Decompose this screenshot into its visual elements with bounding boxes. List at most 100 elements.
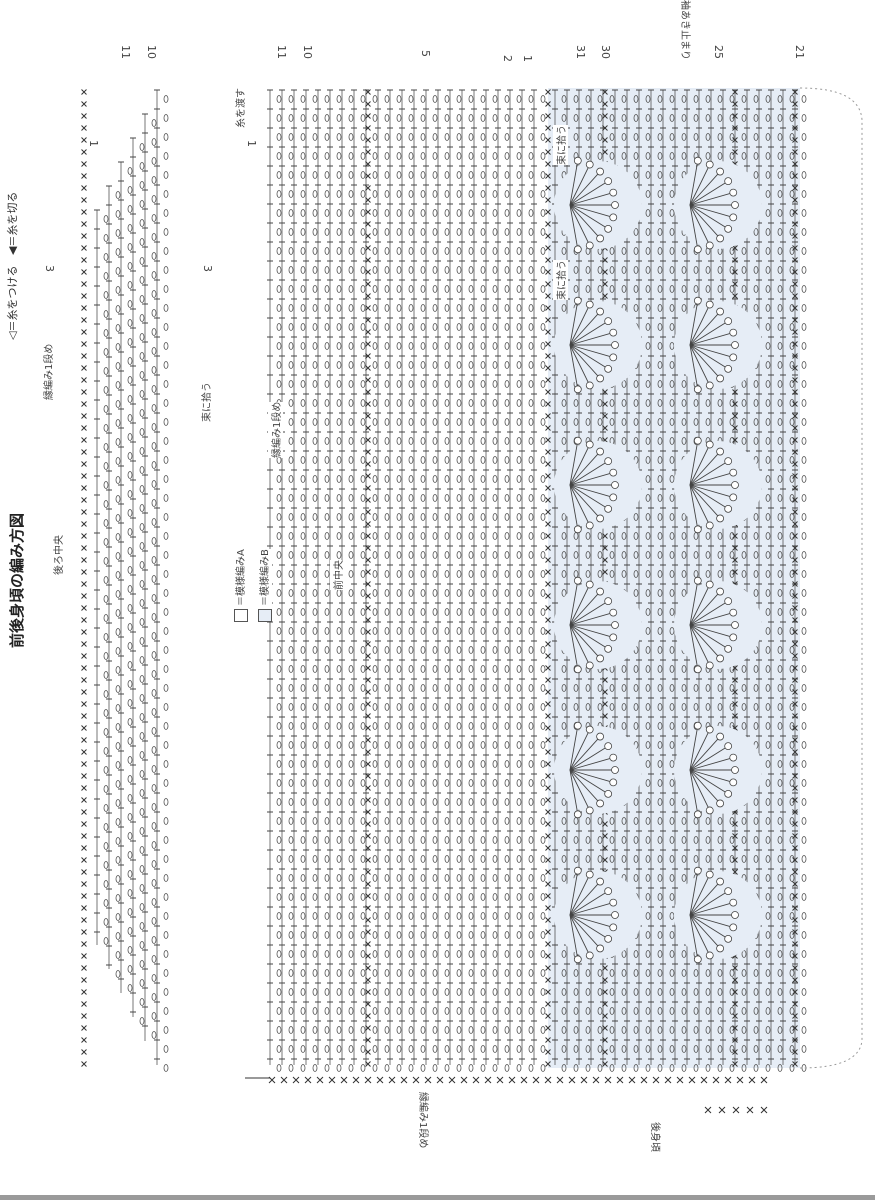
chain-stitch xyxy=(348,1026,354,1034)
chain-stitch xyxy=(288,380,294,388)
chain-stitch xyxy=(669,627,675,635)
chain-stitch xyxy=(139,751,145,759)
chain-stitch xyxy=(163,209,169,217)
chain-stitch xyxy=(372,247,378,255)
chain-stitch xyxy=(163,342,169,350)
chain-stitch xyxy=(300,95,306,103)
chain-stitch xyxy=(396,228,402,236)
chain-stitch xyxy=(432,228,438,236)
chain-stitch xyxy=(372,361,378,369)
chain-stitch xyxy=(504,893,510,901)
chain-stitch xyxy=(540,1026,546,1034)
chain-stitch xyxy=(597,1064,603,1072)
chain-stitch xyxy=(492,361,498,369)
chain-stitch xyxy=(480,361,486,369)
chain-stitch xyxy=(139,903,145,911)
chain-stitch xyxy=(777,836,783,844)
chain-stitch xyxy=(468,665,474,673)
chain-stitch xyxy=(348,988,354,996)
chain-stitch xyxy=(300,874,306,882)
chain-stitch xyxy=(585,988,591,996)
chain-stitch xyxy=(633,152,639,160)
chain-stitch xyxy=(384,380,390,388)
chain-stitch xyxy=(103,785,109,793)
chain-stitch xyxy=(741,570,747,578)
chain-stitch xyxy=(324,893,330,901)
chain-stitch xyxy=(765,532,771,540)
chain-stitch xyxy=(348,722,354,730)
chain-stitch xyxy=(729,703,735,711)
chain-stitch xyxy=(681,399,687,407)
chain-stitch xyxy=(163,1026,169,1034)
chain-stitch xyxy=(516,190,522,198)
chain-stitch xyxy=(540,551,546,559)
chain-stitch xyxy=(163,513,169,521)
chain-stitch xyxy=(384,874,390,882)
chain-stitch xyxy=(127,414,133,422)
chain-stitch xyxy=(300,950,306,958)
chain-stitch xyxy=(276,228,282,236)
chain-stitch xyxy=(621,380,627,388)
chain-stitch xyxy=(163,608,169,616)
chain-stitch xyxy=(504,798,510,806)
chain-stitch xyxy=(492,1007,498,1015)
chain-stitch xyxy=(528,1064,534,1072)
chain-stitch xyxy=(312,532,318,540)
chain-stitch xyxy=(645,627,651,635)
chain-stitch xyxy=(420,969,426,977)
chain-stitch xyxy=(127,243,133,251)
chain-stitch xyxy=(597,95,603,103)
chain-stitch xyxy=(103,918,109,926)
chain-stitch xyxy=(163,551,169,559)
chain-stitch xyxy=(300,323,306,331)
chain-stitch xyxy=(516,703,522,711)
chain-stitch xyxy=(741,855,747,863)
chain-stitch xyxy=(300,437,306,445)
chain-stitch xyxy=(103,804,109,812)
chain-stitch xyxy=(777,513,783,521)
chain-stitch xyxy=(312,285,318,293)
chain-stitch xyxy=(288,855,294,863)
chain-stitch xyxy=(765,665,771,673)
chain-stitch xyxy=(468,912,474,920)
chain-stitch xyxy=(609,418,615,426)
chain-stitch xyxy=(396,1064,402,1072)
chain-stitch xyxy=(396,494,402,502)
chain-stitch xyxy=(360,703,366,711)
chain-stitch xyxy=(633,817,639,825)
chain-stitch xyxy=(300,399,306,407)
chain-stitch xyxy=(432,399,438,407)
chain-stitch xyxy=(504,551,510,559)
chain-stitch xyxy=(492,969,498,977)
chain-stitch xyxy=(420,684,426,692)
chain-stitch xyxy=(115,685,121,693)
chain-stitch xyxy=(444,627,450,635)
chain-stitch xyxy=(597,418,603,426)
chain-stitch xyxy=(528,741,534,749)
chain-stitch xyxy=(348,627,354,635)
chain-stitch xyxy=(163,741,169,749)
chain-stitch xyxy=(348,817,354,825)
chain-stitch xyxy=(765,475,771,483)
chain-stitch xyxy=(139,485,145,493)
chain-stitch xyxy=(151,689,157,697)
chain-stitch xyxy=(384,912,390,920)
chain-stitch xyxy=(396,988,402,996)
chain-stitch xyxy=(633,285,639,293)
chain-stitch xyxy=(151,195,157,203)
chain-stitch xyxy=(480,988,486,996)
chain-stitch xyxy=(336,1007,342,1015)
chain-stitch xyxy=(360,323,366,331)
chain-stitch xyxy=(540,1064,546,1072)
chain-stitch xyxy=(492,323,498,331)
chain-stitch xyxy=(777,893,783,901)
chain-stitch xyxy=(681,285,687,293)
chain-stitch xyxy=(444,266,450,274)
chain-stitch xyxy=(693,1064,699,1072)
chain-stitch xyxy=(288,1007,294,1015)
chain-stitch xyxy=(480,437,486,445)
chain-stitch xyxy=(480,513,486,521)
chain-stitch xyxy=(729,532,735,540)
chain-stitch xyxy=(540,912,546,920)
chain-stitch xyxy=(312,513,318,521)
